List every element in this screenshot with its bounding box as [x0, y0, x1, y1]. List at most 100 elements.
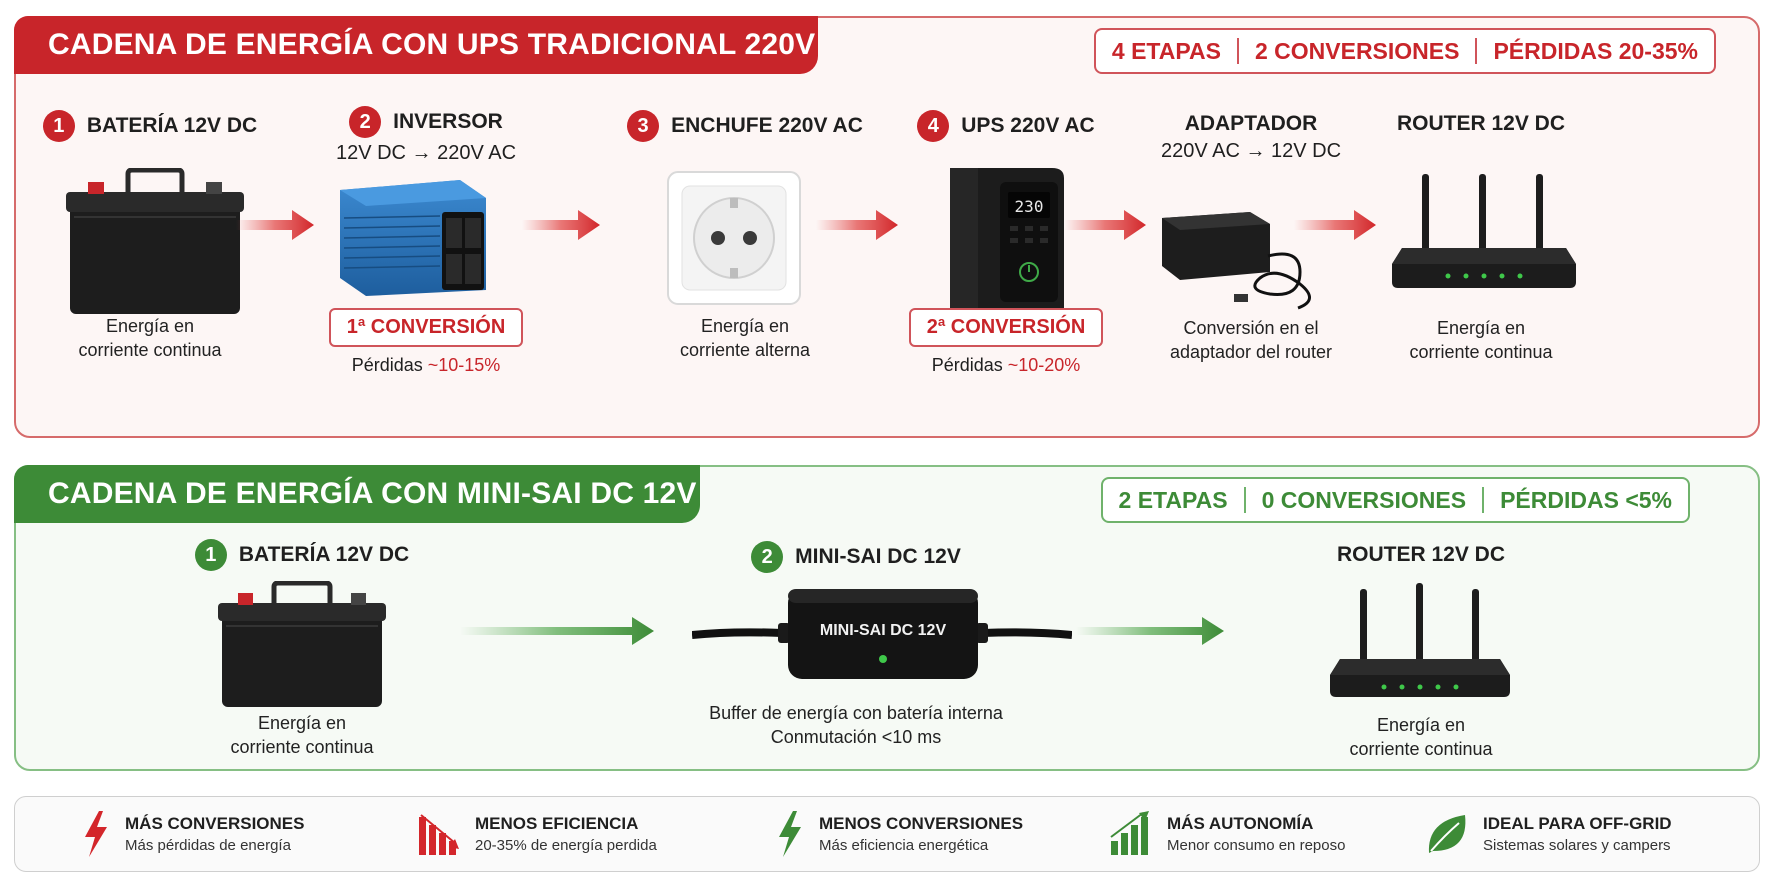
legend-title: MÁS CONVERSIONES	[125, 814, 305, 833]
loss-label: Pérdidas	[931, 355, 1003, 375]
stat-conversions: 0 CONVERSIONES	[1261, 486, 1467, 513]
caption-line: Buffer de energía con batería interna	[709, 703, 1003, 723]
legend-title: MENOS CONVERSIONES	[819, 814, 1024, 833]
loss-text: Pérdidas ~10-15%	[316, 355, 536, 376]
stage-ups: 4 UPS 220V AC	[896, 110, 1116, 142]
flow-arrow	[1076, 617, 1224, 645]
stage-title: ADAPTADOR	[1184, 112, 1318, 135]
stat-divider	[1243, 487, 1246, 513]
battery-icon	[66, 168, 244, 314]
stat-divider	[1475, 38, 1478, 64]
stage-header: ROUTER 12V DC	[1296, 543, 1546, 567]
stage-adapter: ADAPTADOR 220V AC → 12V DC	[1126, 112, 1376, 163]
stage-socket: 3 ENCHUFE 220V AC	[620, 110, 870, 142]
lightning-icon	[779, 811, 801, 857]
legend-text: 20-35% de energía perdida	[475, 837, 657, 854]
loss-value: ~10-15%	[427, 355, 501, 375]
stat-divider	[1236, 38, 1239, 64]
leaf-icon	[1428, 815, 1466, 853]
stage-title: ROUTER 12V DC	[1396, 112, 1566, 135]
stat-divider	[1482, 487, 1485, 513]
stage-router: ROUTER 12V DC	[1296, 543, 1546, 567]
step-number: 1	[42, 110, 75, 142]
step-number: 4	[917, 110, 950, 142]
stage-title: BATERÍA 12V DC	[86, 114, 258, 137]
legend-item: MÁS CONVERSIONES Más pérdidas de energía	[81, 811, 304, 857]
traditional-chain-title: CADENA DE ENERGÍA CON UPS TRADICIONAL 22…	[14, 16, 818, 74]
adapter-icon	[1162, 212, 1311, 310]
stage-title: ENCHUFE 220V AC	[671, 114, 863, 137]
caption-line: Energía en	[105, 316, 195, 336]
battery-icon	[218, 581, 386, 707]
legend-text: Más eficiencia energética	[819, 837, 989, 854]
caption-line: corriente continua	[78, 340, 222, 360]
stage-minisai: 2 MINI-SAI DC 12V	[716, 541, 996, 573]
ups-icon: 230	[950, 168, 1064, 314]
caption-line: Conversión en el	[1183, 318, 1319, 338]
caption-line: corriente continua	[1349, 739, 1493, 759]
stage-header: ADAPTADOR	[1126, 112, 1376, 136]
legend-title: IDEAL PARA OFF-GRID	[1483, 814, 1672, 833]
stat-losses: PÉRDIDAS <5%	[1500, 486, 1672, 513]
stage-title: BATERÍA 12V DC	[238, 543, 410, 566]
traditional-chain-panel: CADENA DE ENERGÍA CON UPS TRADICIONAL 22…	[14, 16, 1760, 438]
stage-header: ROUTER 12V DC	[1356, 112, 1606, 136]
conversion-badge: 1ª CONVERSIÓN	[328, 308, 524, 347]
stage-title: INVERSOR	[393, 110, 503, 133]
stage-router: ROUTER 12V DC	[1356, 112, 1606, 136]
stage-caption: Energía en corriente continua	[1296, 713, 1546, 761]
step-number: 2	[349, 106, 382, 138]
legend-item: IDEAL PARA OFF-GRID Sistemas solares y c…	[1425, 811, 1672, 857]
socket-icon	[667, 171, 801, 305]
stage-caption: Energía en corriente alterna	[620, 314, 870, 362]
stage-header: 1 BATERÍA 12V DC	[40, 110, 260, 142]
stage-caption: Buffer de energía con batería interna Co…	[696, 701, 1016, 749]
flow-arrow	[816, 210, 898, 240]
step-number: 2	[751, 541, 784, 573]
flow-arrow	[1294, 210, 1376, 240]
router-icon	[1330, 583, 1510, 697]
caption-line: corriente continua	[230, 737, 374, 757]
flow-arrow	[522, 210, 600, 240]
caption-line: Energía en	[1436, 318, 1526, 338]
legend-item: MENOS EFICIENCIA 20-35% de energía perdi…	[417, 811, 657, 857]
legend-text: Menor consumo en reposo	[1167, 837, 1346, 854]
rising-bars-icon	[1110, 811, 1149, 855]
ups-display-value: 230	[1015, 197, 1044, 216]
flow-arrow	[1064, 210, 1146, 240]
minisai-device-icon: MINI-SAI DC 12V	[692, 589, 1072, 679]
stage-subtitle: 12V DC → 220V AC	[335, 142, 517, 164]
step-number: 3	[627, 110, 660, 142]
caption-line: Energía en	[257, 713, 347, 733]
stage-inverter: 2 INVERSOR 12V DC → 220V AC	[316, 106, 536, 165]
caption-line: corriente continua	[1409, 342, 1553, 362]
flow-arrow	[460, 617, 654, 645]
stage-caption: Energía en corriente continua	[40, 314, 260, 362]
inverter-icon	[340, 180, 486, 296]
stage-header: 1 BATERÍA 12V DC	[182, 539, 422, 571]
legend-title: MENOS EFICIENCIA	[475, 814, 639, 833]
stage-battery: 1 BATERÍA 12V DC	[182, 539, 422, 571]
stat-stages: 4 ETAPAS	[1111, 37, 1221, 64]
caption-line: Energía en	[1376, 715, 1466, 735]
legend-item: MENOS CONVERSIONES Más eficiencia energé…	[775, 811, 1023, 857]
stage-caption: Conversión en el adaptador del router	[1126, 316, 1376, 364]
device-label: MINI-SAI DC 12V	[820, 622, 947, 639]
conversion-badge: 2ª CONVERSIÓN	[908, 308, 1104, 347]
minisai-chain-panel: CADENA DE ENERGÍA CON MINI-SAI DC 12V 2 …	[14, 465, 1760, 771]
legend-bar: MÁS CONVERSIONES Más pérdidas de energía…	[14, 796, 1760, 872]
legend-title: MÁS AUTONOMÍA	[1167, 814, 1314, 833]
stat-losses: PÉRDIDAS 20-35%	[1493, 37, 1698, 64]
traditional-stats-badge: 4 ETAPAS 2 CONVERSIONES PÉRDIDAS 20-35%	[1093, 28, 1716, 74]
stage-battery: 1 BATERÍA 12V DC	[40, 110, 260, 142]
stage-header: 3 ENCHUFE 220V AC	[620, 110, 870, 142]
legend-text: Sistemas solares y campers	[1483, 837, 1671, 854]
minisai-stats-badge: 2 ETAPAS 0 CONVERSIONES PÉRDIDAS <5%	[1100, 477, 1690, 523]
stage-title: ROUTER 12V DC	[1336, 543, 1506, 566]
inverter-loss-info: 1ª CONVERSIÓN Pérdidas ~10-15%	[316, 308, 536, 376]
loss-label: Pérdidas	[351, 355, 423, 375]
stage-caption: Energía en corriente continua	[182, 711, 422, 759]
flow-arrow	[236, 210, 314, 240]
falling-bars-icon	[419, 814, 459, 855]
stat-conversions: 2 CONVERSIONES	[1254, 37, 1460, 64]
